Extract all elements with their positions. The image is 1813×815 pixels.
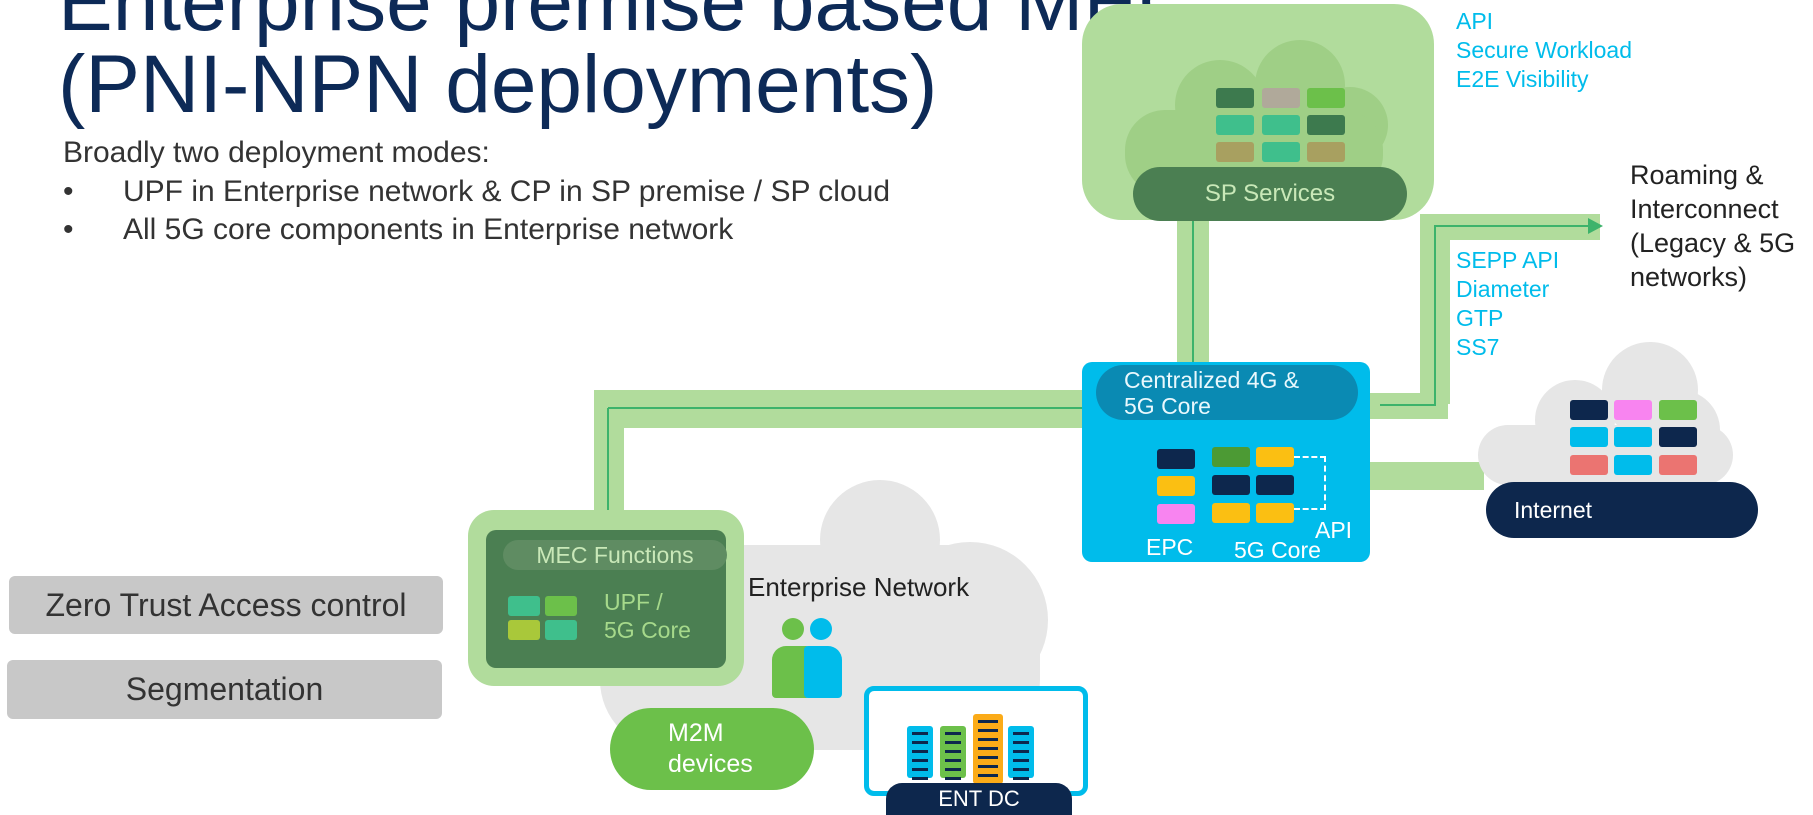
- sp-tags: API Secure Workload E2E Visibility: [1456, 7, 1632, 94]
- epc-label: EPC: [1146, 534, 1194, 560]
- core-block: [1212, 475, 1250, 495]
- protocol-item: GTP: [1456, 305, 1504, 331]
- upf-line: UPF /: [604, 589, 663, 615]
- internet-block: [1570, 427, 1608, 447]
- upf-label: UPF / 5G Core: [604, 588, 691, 644]
- upf-block: [508, 596, 540, 616]
- sp-block: [1307, 88, 1345, 108]
- sp-block: [1262, 115, 1300, 135]
- server-rack-icon: [973, 714, 1003, 786]
- api-bracket: [1294, 456, 1326, 510]
- title-line-1: Enterprise premise based MEC: [58, 0, 1198, 48]
- internet-block: [1659, 455, 1697, 475]
- upf-block: [545, 596, 577, 616]
- core-title-line: 5G Core: [1124, 392, 1211, 419]
- roaming-line: (Legacy & 5G: [1630, 228, 1796, 258]
- sp-block: [1216, 88, 1254, 108]
- core-block: [1256, 503, 1294, 523]
- internet-block: [1570, 455, 1608, 475]
- segmentation-box: Segmentation: [7, 660, 442, 719]
- sp-block: [1262, 88, 1300, 108]
- roaming-line: networks): [1630, 262, 1748, 292]
- band-core-internet: [1368, 462, 1484, 490]
- core-title: Centralized 4G & 5G Core: [1096, 365, 1358, 420]
- internet-block: [1614, 427, 1652, 447]
- intro-text: Broadly two deployment modes:: [63, 136, 490, 169]
- epc-block: [1157, 504, 1195, 524]
- m2m-devices: M2M devices: [610, 708, 814, 790]
- sp-services-label: SP Services: [1133, 167, 1407, 221]
- sp-tag: Secure Workload: [1456, 37, 1632, 63]
- bullet-text: UPF in Enterprise network & CP in SP pre…: [123, 175, 891, 208]
- upf-block: [508, 620, 540, 640]
- internet-block: [1614, 400, 1652, 420]
- sp-block: [1262, 142, 1300, 162]
- core-block: [1256, 447, 1294, 467]
- server-rack-icon: [1008, 726, 1034, 780]
- sp-block: [1216, 115, 1254, 135]
- sp-block: [1307, 142, 1345, 162]
- core-title-line: Centralized 4G &: [1124, 366, 1300, 393]
- internet-block: [1570, 400, 1608, 420]
- epc-block: [1157, 476, 1195, 496]
- m2m-line: devices: [668, 750, 753, 778]
- server-rack-icon: [907, 726, 933, 780]
- core-block: [1256, 475, 1294, 495]
- ent-dc-label: ENT DC: [886, 783, 1072, 815]
- sp-tag: E2E Visibility: [1456, 66, 1589, 92]
- protocol-item: SS7: [1456, 334, 1500, 360]
- bullet-marker: •: [63, 175, 74, 208]
- bullet-item: • All 5G core components in Enterprise ne…: [63, 213, 733, 247]
- upf-block: [545, 620, 577, 640]
- internet-label: Internet: [1486, 482, 1758, 538]
- title-line-2: (PNI-NPN deployments): [58, 39, 938, 130]
- roaming-line: Roaming &: [1630, 160, 1764, 190]
- internet-block: [1659, 427, 1697, 447]
- arrow-head-icon: [1588, 218, 1603, 234]
- core-block: [1212, 447, 1250, 467]
- internet-block: [1614, 455, 1652, 475]
- bullet-text: All 5G core components in Enterprise net…: [123, 213, 734, 246]
- roaming-protocols: SEPP API Diameter GTP SS7: [1456, 246, 1559, 362]
- bullet-item: • UPF in Enterprise network & CP in SP pr…: [63, 175, 890, 209]
- upf-line: 5G Core: [604, 617, 691, 643]
- zero-trust-box: Zero Trust Access control: [9, 576, 443, 634]
- mec-title: MEC Functions: [503, 540, 727, 570]
- sp-block: [1307, 115, 1345, 135]
- link-line: [1380, 225, 1590, 406]
- roaming-text: Roaming & Interconnect (Legacy & 5G netw…: [1630, 158, 1795, 294]
- epc-block: [1157, 449, 1195, 469]
- fivegc-label: 5G Core: [1234, 537, 1321, 563]
- bullet-marker: •: [63, 213, 74, 246]
- page-title: Enterprise premise based MEC (PNI-NPN de…: [58, 0, 1197, 126]
- enterprise-label: Enterprise Network: [748, 572, 970, 602]
- protocol-item: Diameter: [1456, 276, 1550, 302]
- server-rack-icon: [940, 726, 966, 780]
- m2m-line: M2M: [668, 719, 724, 747]
- roaming-line: Interconnect: [1630, 194, 1779, 224]
- core-block: [1212, 503, 1250, 523]
- people-icon: [772, 616, 844, 700]
- sp-tag: API: [1456, 8, 1494, 34]
- internet-block: [1659, 400, 1697, 420]
- api-label: API: [1315, 517, 1353, 543]
- protocol-item: SEPP API: [1456, 247, 1560, 273]
- sp-block: [1216, 142, 1254, 162]
